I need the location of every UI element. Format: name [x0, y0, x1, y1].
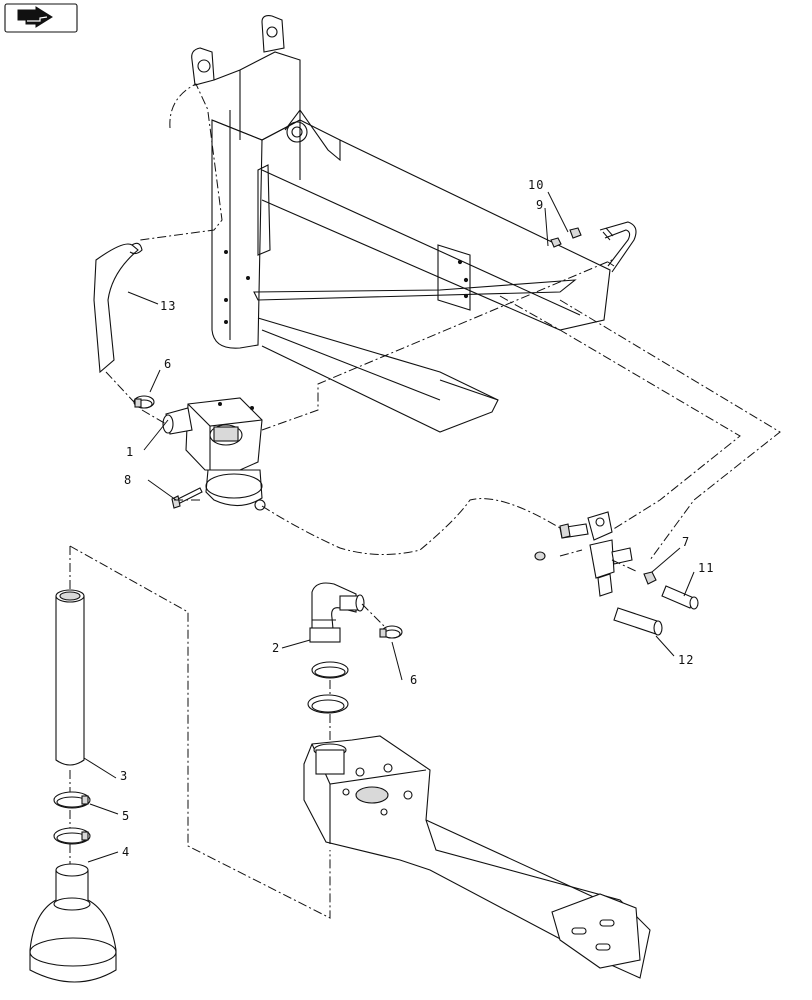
- callout-3: 3: [120, 769, 128, 783]
- callout-12: 12: [678, 653, 694, 667]
- callout-13: 13: [160, 299, 176, 313]
- pump-assembly-1: [162, 397, 266, 511]
- callout-5: 5: [122, 809, 130, 823]
- bolt-8: [171, 487, 203, 509]
- nut-9: [550, 237, 562, 248]
- callout-4: 4: [122, 845, 130, 859]
- nut-10: [569, 227, 582, 239]
- tube-3: [55, 589, 85, 766]
- callout-11: 11: [698, 561, 714, 575]
- callout-labels: 10 9 13 6 1 8 7 11 2 12 6 3 5 4: [120, 178, 714, 859]
- next-page-button[interactable]: [4, 3, 78, 33]
- boom-bracket: [303, 735, 651, 979]
- clamp-6-upper: [133, 395, 155, 409]
- u-bolt: [599, 221, 637, 273]
- callout-10: 10: [528, 178, 544, 192]
- nut-7: [643, 571, 657, 585]
- clamp-stack-elbow: [307, 661, 349, 714]
- main-frame: [191, 15, 611, 433]
- callout-6-lower: 6: [410, 673, 418, 687]
- callout-6-upper: 6: [164, 357, 172, 371]
- callout-1: 1: [126, 445, 134, 459]
- callout-8: 8: [124, 473, 132, 487]
- callout-7: 7: [682, 535, 690, 549]
- next-page-arrow-icon: [17, 6, 53, 28]
- valve-assembly: [534, 511, 633, 597]
- callout-2: 2: [272, 641, 280, 655]
- connection-lines: [69, 83, 781, 919]
- callout-9: 9: [536, 198, 544, 212]
- elbow-2: [309, 582, 365, 643]
- bell-base-4: [29, 863, 117, 983]
- clamp-5: [53, 791, 91, 845]
- leader-lines: [83, 191, 695, 863]
- hose-11: [661, 585, 699, 610]
- clamp-6-lower: [379, 625, 403, 639]
- hose-13: [93, 242, 143, 374]
- hose-12: [613, 607, 663, 636]
